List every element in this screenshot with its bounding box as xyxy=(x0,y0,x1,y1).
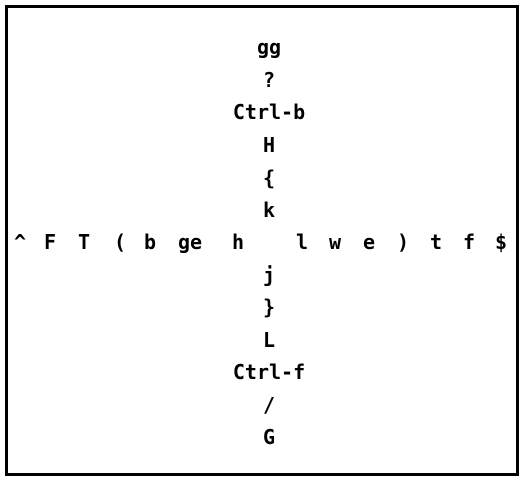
motion-G: G xyxy=(262,425,276,449)
motion-j: j xyxy=(262,263,276,287)
motion-slash: / xyxy=(262,393,276,417)
motion-t: t xyxy=(430,230,443,254)
motion-lparen: ( xyxy=(114,230,127,254)
motion-T: T xyxy=(78,230,91,254)
motion-caret: ^ xyxy=(14,230,27,254)
motion-L: L xyxy=(262,328,276,352)
motion-b: b xyxy=(144,230,157,254)
motion-ctrl-b: Ctrl-b xyxy=(232,100,306,124)
motion-rbrace: } xyxy=(262,295,276,319)
motion-H: H xyxy=(262,133,276,157)
motion-rparen: ) xyxy=(397,230,410,254)
motion-ge: ge xyxy=(178,230,203,254)
motion-lbrace: { xyxy=(262,166,276,190)
motion-k: k xyxy=(262,198,276,222)
motion-e: e xyxy=(363,230,376,254)
motion-gg: gg xyxy=(256,35,282,59)
motion-h: h xyxy=(232,230,245,254)
motion-l: l xyxy=(296,230,309,254)
motion-question: ? xyxy=(262,68,276,92)
motion-ctrl-f: Ctrl-f xyxy=(232,360,306,384)
motion-f: f xyxy=(463,230,476,254)
motion-F: F xyxy=(44,230,57,254)
motion-dollar: $ xyxy=(495,230,508,254)
motion-w: w xyxy=(329,230,342,254)
diagram-frame xyxy=(5,5,519,476)
